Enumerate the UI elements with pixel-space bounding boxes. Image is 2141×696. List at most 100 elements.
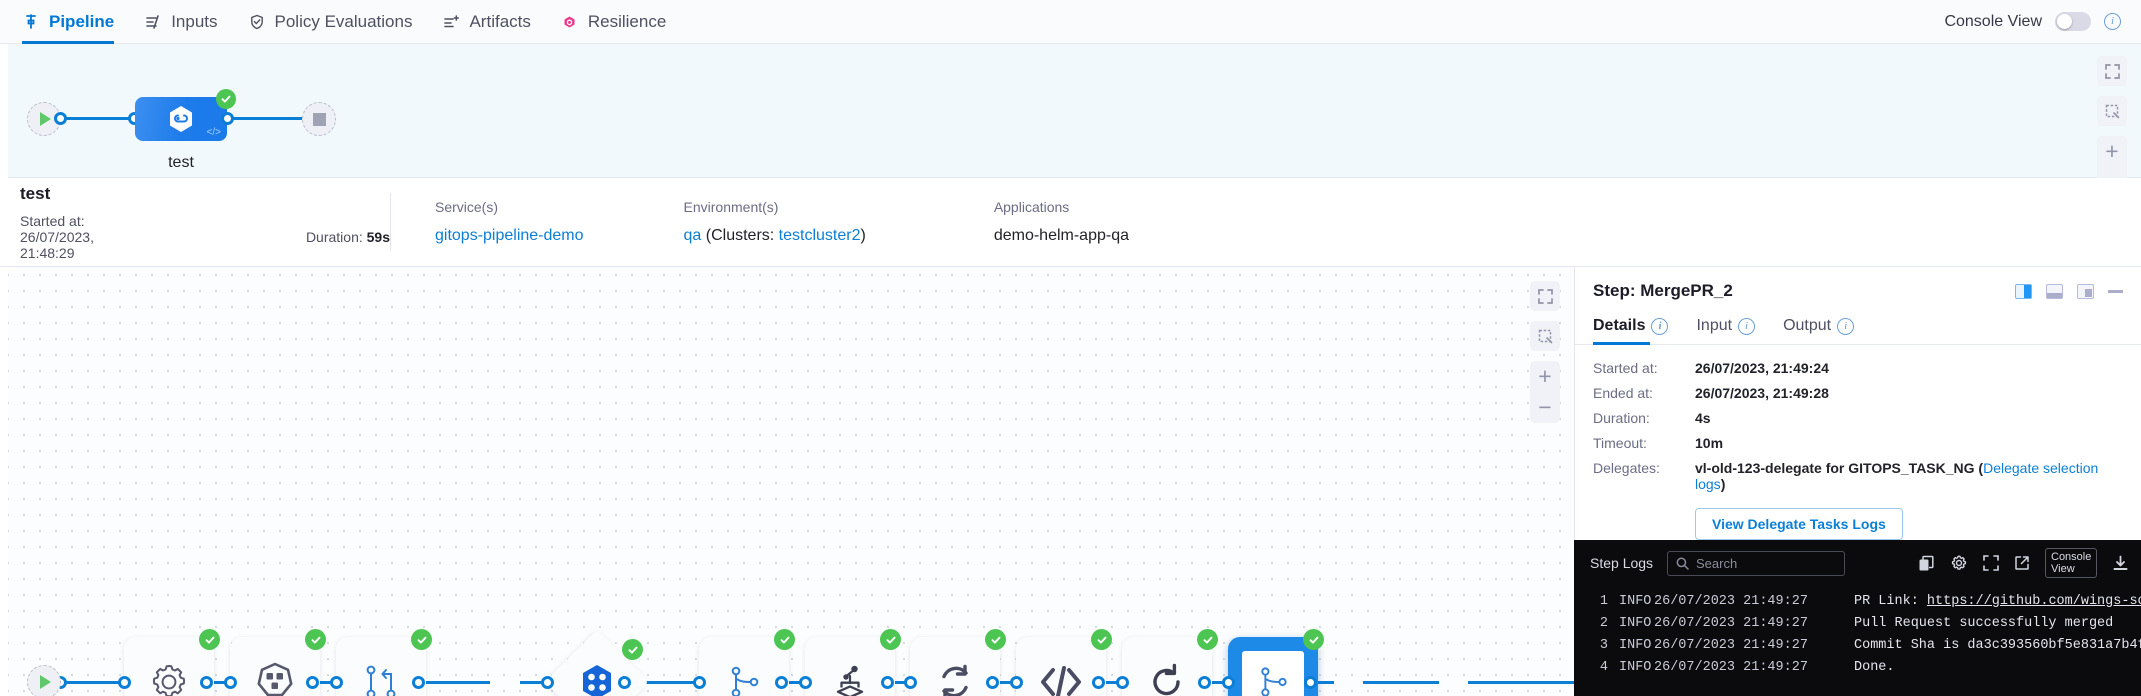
details-header: Step: MergePR_2 bbox=[1575, 267, 2141, 301]
log-line: 3 INFO 26/07/2023 21:49:27 Commit Sha is… bbox=[1574, 634, 2141, 656]
step-edge bbox=[55, 681, 128, 684]
step-node-mergepr-2[interactable]: </> bbox=[1228, 637, 1318, 696]
tab-resilience-label: Resilience bbox=[587, 11, 667, 31]
tab-artifacts[interactable]: Artifacts bbox=[442, 0, 531, 44]
copy-icon[interactable] bbox=[1918, 555, 1935, 572]
log-level: INFO bbox=[1619, 593, 1652, 609]
tab-output[interactable]: Output i bbox=[1783, 317, 1855, 344]
open-external-icon[interactable] bbox=[2014, 555, 2030, 571]
step-port bbox=[1010, 676, 1023, 689]
inputs-icon bbox=[144, 13, 162, 31]
fit-screen-icon[interactable] bbox=[2097, 56, 2127, 86]
detail-key: Started at: bbox=[1593, 360, 1658, 376]
view-delegate-tasks-logs-button[interactable]: View Delegate Tasks Logs bbox=[1695, 508, 1903, 540]
fit-screen-icon[interactable] bbox=[1530, 281, 1560, 311]
tab-output-label: Output bbox=[1783, 317, 1832, 334]
graph-start-node[interactable] bbox=[27, 665, 61, 696]
detail-row-started-at: Started at: 26/07/2023, 21:49:24 bbox=[1593, 360, 2123, 376]
gear-icon bbox=[152, 665, 186, 696]
bottom-view-icon[interactable] bbox=[2046, 283, 2063, 299]
log-lines[interactable]: 1 INFO 26/07/2023 21:49:27 PR Link: http… bbox=[1574, 586, 2141, 678]
step-port bbox=[904, 676, 917, 689]
log-console-view-button[interactable]: Console View bbox=[2045, 548, 2097, 578]
select-area-icon[interactable] bbox=[2097, 96, 2127, 126]
log-timestamp: 26/07/2023 21:49:27 bbox=[1654, 615, 1808, 631]
stage-node-test[interactable]: </> bbox=[135, 97, 227, 141]
zoom-in-icon[interactable]: + bbox=[1538, 363, 1552, 389]
pipeline-end-node[interactable] bbox=[302, 102, 336, 136]
delegate-selection-logs-link[interactable]: Delegate selection logs bbox=[1695, 460, 2099, 492]
step-node-sync[interactable]: </> bbox=[910, 637, 1000, 696]
console-view-control: Console View i bbox=[1944, 12, 2141, 31]
step-node-gitopsclusters[interactable]: </> bbox=[230, 637, 320, 696]
step-port bbox=[799, 676, 812, 689]
info-icon[interactable]: i bbox=[2104, 13, 2121, 30]
cluster-link[interactable]: testcluster2 bbox=[778, 227, 861, 244]
step-node-service[interactable]: </> bbox=[124, 637, 214, 696]
delegate-paren-close: ) bbox=[1720, 476, 1726, 492]
log-line-number: 4 bbox=[1599, 659, 1608, 675]
environment-link[interactable]: qa bbox=[683, 227, 702, 244]
step-port bbox=[306, 676, 319, 689]
console-view-toggle[interactable] bbox=[2055, 12, 2091, 31]
started-at-label: Started at: bbox=[20, 212, 85, 229]
execution-meta: Started at: 26/07/2023, 21:48:29 Duratio… bbox=[20, 213, 390, 261]
tab-policy-evaluations-label: Policy Evaluations bbox=[274, 11, 413, 31]
stage-deploy-icon bbox=[170, 106, 192, 132]
top-tab-bar: Pipeline Inputs Policy Evaluations Artif… bbox=[0, 0, 2141, 44]
tab-inputs[interactable]: Inputs bbox=[144, 0, 218, 44]
started-at: Started at: 26/07/2023, 21:48:29 bbox=[20, 213, 110, 261]
step-edge bbox=[1363, 681, 1439, 684]
detail-value: 10m bbox=[1695, 435, 1724, 451]
started-at-value: 26/07/2023, 21:48:29 bbox=[20, 228, 94, 261]
step-graph-canvas[interactable]: </> Service </> GitopsClusters </> Updat… bbox=[0, 267, 1574, 696]
details-tab-list: Details i Input i Output i bbox=[1575, 317, 2141, 345]
step-status-badge bbox=[1303, 629, 1324, 650]
detail-key: Ended at: bbox=[1593, 385, 1653, 401]
step-status-badge bbox=[880, 629, 901, 650]
step-node-fetch-linked-apps[interactable]: </> bbox=[805, 637, 895, 696]
tab-details[interactable]: Details i bbox=[1593, 317, 1669, 345]
stage-overview-canvas[interactable]: </> test + − bbox=[0, 44, 2141, 198]
step-node-merge-pr[interactable]: </> bbox=[699, 637, 789, 696]
step-node-harness-approval[interactable] bbox=[544, 629, 650, 696]
zoom-out-icon[interactable]: − bbox=[1538, 394, 1552, 420]
step-title: Step: MergePR_2 bbox=[1593, 281, 1733, 300]
log-search-input[interactable]: Search bbox=[1667, 550, 1845, 576]
tab-policy-evaluations[interactable]: Policy Evaluations bbox=[248, 0, 413, 44]
tab-input[interactable]: Input i bbox=[1696, 317, 1756, 344]
minimize-icon[interactable] bbox=[2108, 289, 2123, 293]
step-node-shellscript-1[interactable]: </> bbox=[1016, 637, 1106, 696]
log-message: Done. bbox=[1854, 659, 1895, 675]
log-line-number: 1 bbox=[1599, 593, 1608, 609]
info-icon[interactable]: i bbox=[1738, 317, 1756, 335]
fullscreen-icon[interactable] bbox=[1983, 555, 1999, 571]
tab-inputs-label: Inputs bbox=[171, 11, 218, 31]
step-port bbox=[693, 676, 706, 689]
stop-icon bbox=[312, 112, 326, 126]
tab-resilience[interactable]: Resilience bbox=[561, 0, 666, 44]
revert-icon bbox=[1153, 663, 1180, 696]
stage-port bbox=[54, 112, 67, 125]
select-area-icon[interactable] bbox=[1530, 321, 1560, 351]
step-status-badge bbox=[411, 629, 432, 650]
right-view-icon[interactable] bbox=[2077, 283, 2094, 299]
service-link[interactable]: gitops-pipeline-demo bbox=[435, 227, 584, 244]
canvas-controls: + − bbox=[1530, 281, 1560, 423]
step-port bbox=[1222, 676, 1235, 689]
info-icon[interactable]: i bbox=[1837, 317, 1855, 335]
split-view-icon[interactable] bbox=[2015, 283, 2032, 299]
step-node-update-release-repo[interactable]: </> bbox=[336, 637, 426, 696]
tab-pipeline[interactable]: Pipeline bbox=[22, 0, 115, 44]
merge-pr-icon bbox=[1261, 667, 1287, 696]
log-message-link[interactable]: https://github.com/wings-softw bbox=[1926, 593, 2141, 609]
services-column: Service(s) gitops-pipeline-demo bbox=[435, 199, 584, 245]
download-icon[interactable] bbox=[2112, 555, 2129, 572]
zoom-in-icon[interactable]: + bbox=[2105, 138, 2119, 164]
stage-edge bbox=[215, 117, 325, 120]
log-horizontal-scrollbar[interactable] bbox=[1574, 689, 2141, 696]
gear-icon[interactable] bbox=[1950, 554, 1968, 572]
info-icon[interactable]: i bbox=[1651, 317, 1669, 335]
step-node-revertpr-1[interactable]: </> bbox=[1122, 637, 1212, 696]
